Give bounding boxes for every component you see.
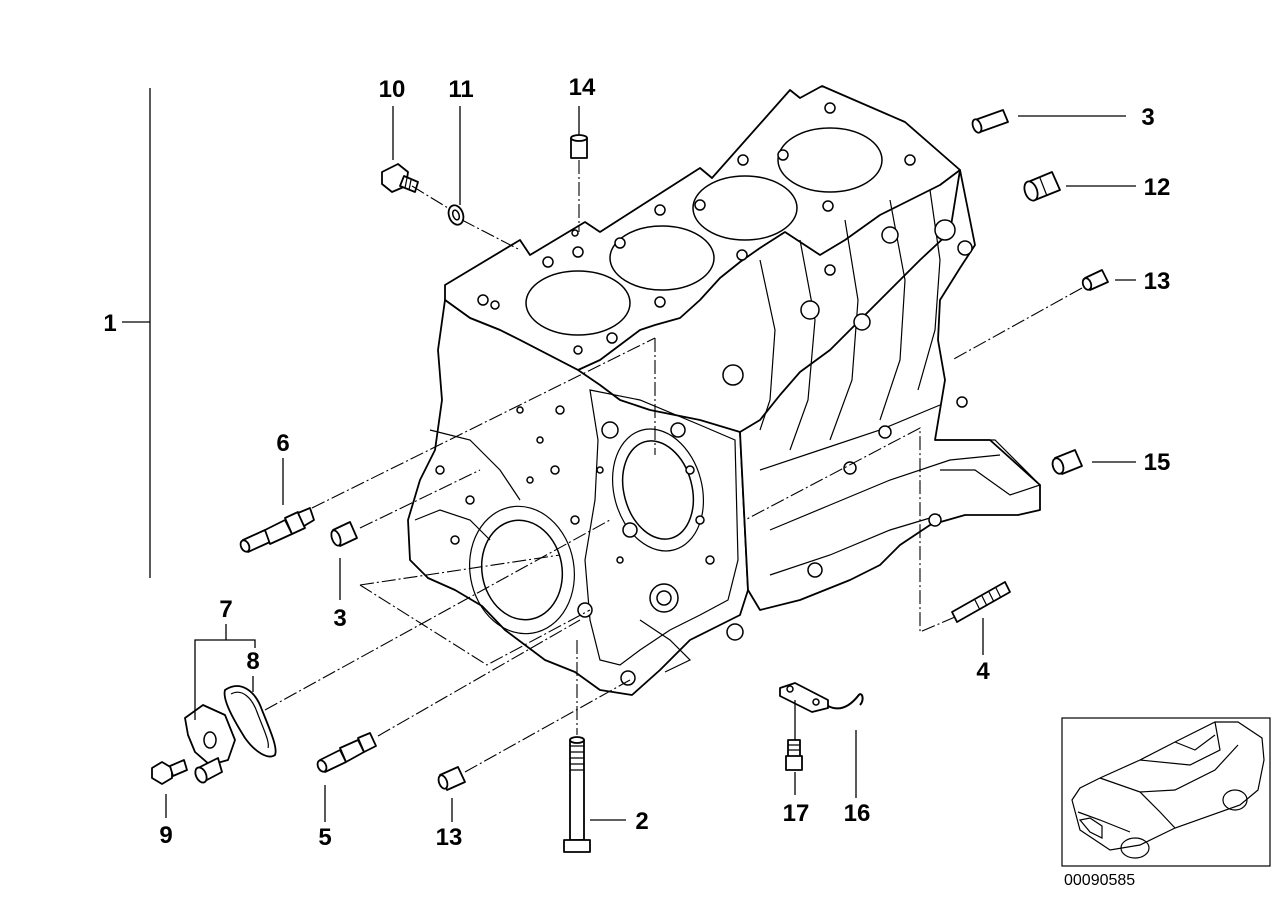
callout-11: 11 [448, 76, 473, 103]
engine-block [407, 85, 1042, 696]
part-16-bracket [779, 682, 864, 713]
callout-15: 15 [1144, 449, 1171, 476]
callout-14: 14 [569, 74, 596, 101]
callout-13-lower: 13 [436, 824, 463, 851]
leader-lines [122, 88, 1136, 822]
callout-4: 4 [976, 658, 990, 685]
cylinder-bore-3 [692, 175, 798, 241]
part-10-screw-plug [381, 163, 419, 193]
callout-8: 8 [246, 648, 259, 675]
callout-1: 1 [103, 310, 116, 337]
callout-2: 2 [635, 808, 648, 835]
callout-9: 9 [159, 822, 172, 849]
callout-17: 17 [783, 800, 810, 827]
side-face-details [722, 189, 1042, 578]
part-2-long-bolt [563, 736, 591, 853]
cylinder-bore-1 [525, 270, 631, 336]
part-4-stud [951, 581, 1011, 623]
callout-5: 5 [318, 824, 331, 851]
vehicle-thumbnail: 00090585 [1061, 717, 1271, 889]
front-face-details [414, 389, 744, 686]
callout-3-lower: 3 [333, 605, 346, 632]
callout-12: 12 [1144, 174, 1171, 201]
callout-10: 10 [379, 76, 406, 103]
thumbnail-frame [1061, 717, 1271, 867]
part-14-sleeve [570, 134, 588, 159]
part-12-split-sleeve [1023, 171, 1061, 202]
part-5-sensor [316, 732, 377, 773]
part-3-dowel-sleeve-top [971, 109, 1009, 134]
callout-6: 6 [276, 430, 289, 457]
callout-labels: 1 2 3 3 4 5 6 7 8 9 10 11 12 13 13 14 15… [103, 74, 1170, 851]
callout-16: 16 [844, 800, 871, 827]
diagram-reference-number: 00090585 [1064, 872, 1135, 889]
part-3-dowel-sleeve-lower [330, 521, 358, 547]
callout-3-top: 3 [1141, 104, 1154, 131]
part-6-sensor [239, 507, 315, 553]
part-13-sleeve-right [1081, 269, 1109, 291]
part-9-bolt [151, 759, 188, 785]
part-17-bolt [785, 739, 803, 771]
callout-7: 7 [219, 596, 232, 623]
cylinder-bore-2 [609, 225, 715, 291]
part-8-gasket [223, 685, 277, 758]
callout-13-right: 13 [1144, 268, 1171, 295]
car-icon [1071, 721, 1265, 859]
part-13-sleeve-lower [437, 766, 466, 791]
cylinder-bore-4 [777, 127, 883, 193]
part-15-sleeve [1051, 449, 1083, 475]
part-7-flange [184, 704, 236, 784]
part-11-gasket-ring [447, 204, 465, 226]
deck-holes [477, 102, 916, 355]
